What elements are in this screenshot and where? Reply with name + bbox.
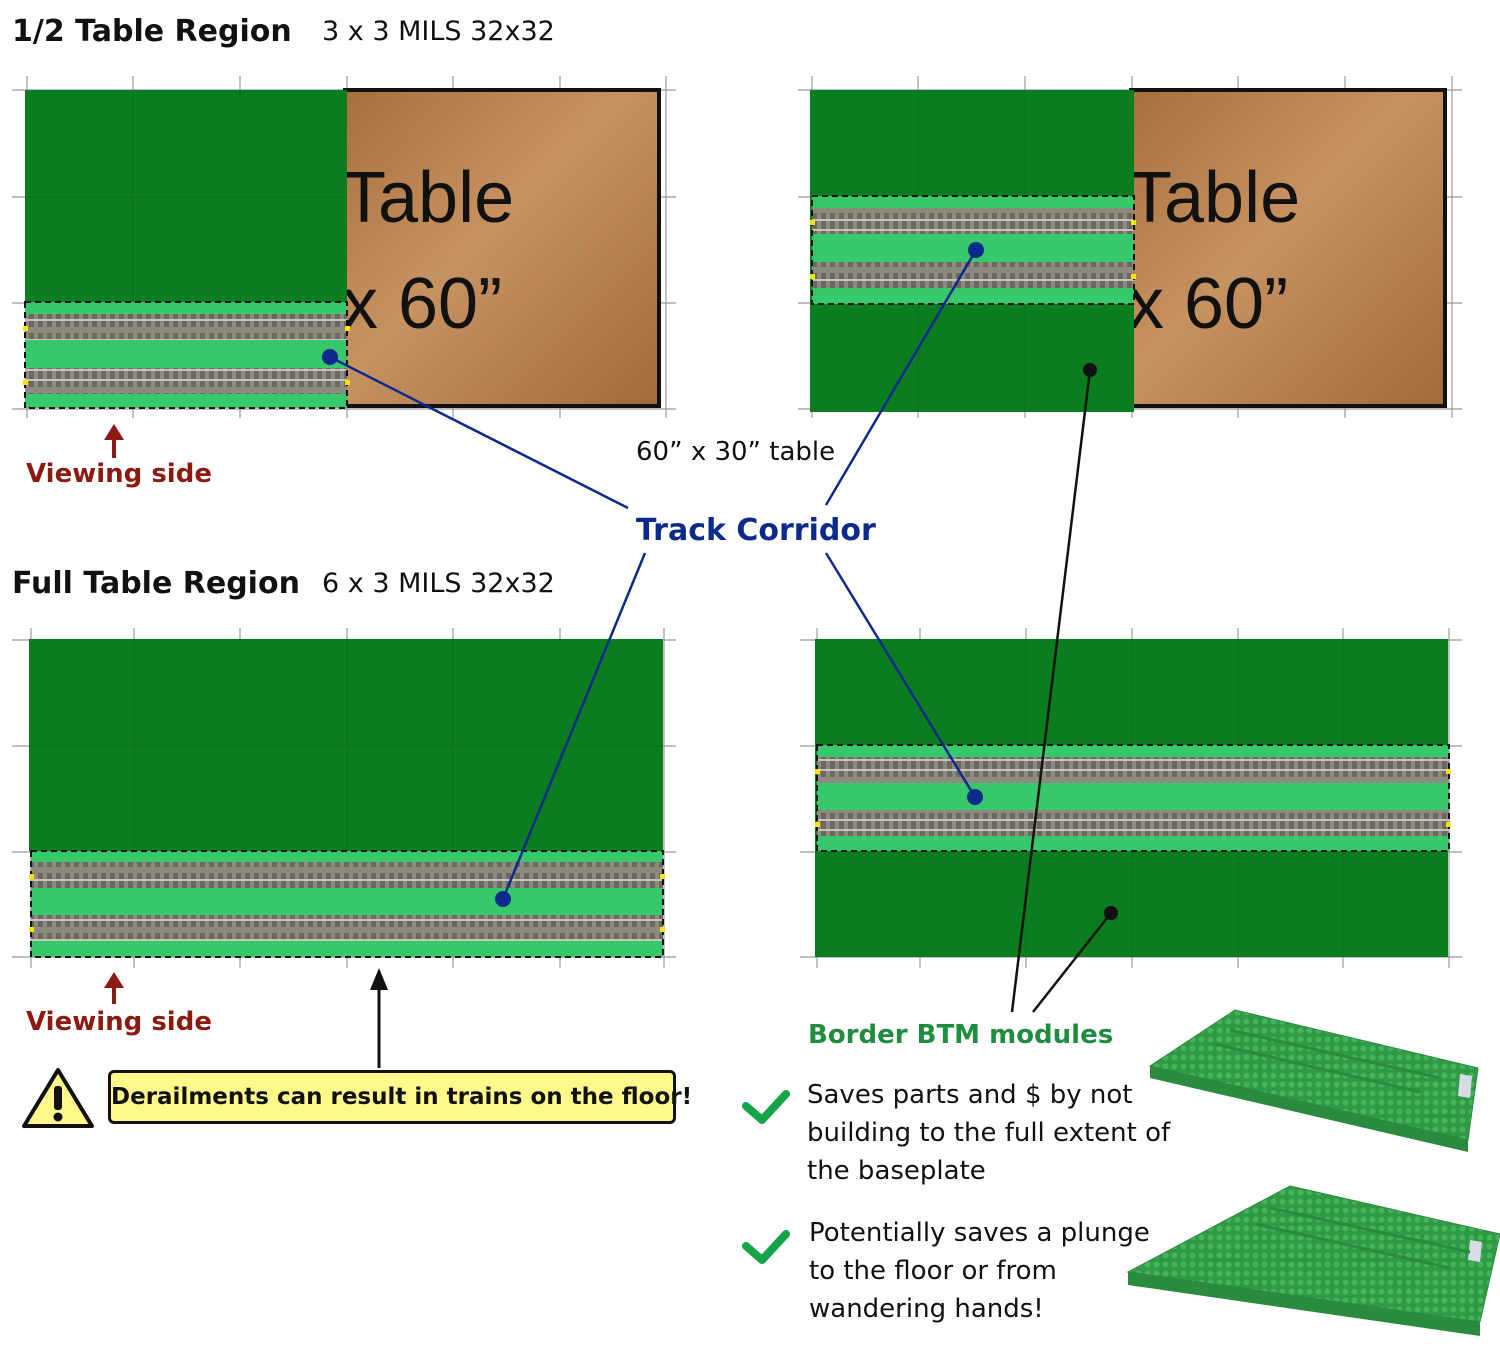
track-corridor-band: [23, 301, 350, 409]
benefit-line: the baseplate: [807, 1156, 986, 1186]
table-size-label: 60” x 30” table: [636, 437, 836, 467]
benefit-line: to the floor or from: [809, 1256, 1057, 1286]
panel-half-right: Table x 60”: [798, 76, 1462, 418]
baseplate-dark: [29, 639, 663, 851]
callout-dot: [495, 891, 511, 907]
rail-track: [812, 262, 1134, 288]
callout-dot: [968, 242, 984, 258]
benefit-line: Saves parts and $ by not: [807, 1080, 1133, 1110]
baseplate-icon: [1126, 1185, 1500, 1336]
track-corridor-band: [815, 744, 1451, 852]
rail-track: [25, 368, 347, 394]
arrow-up-icon: [104, 972, 124, 1004]
border-module-callouts: [1010, 369, 1112, 1013]
table-wood: [1129, 88, 1447, 408]
half-region-title: 1/2 Table Region: [12, 14, 292, 49]
benefit-line: building to the full extent of: [807, 1118, 1171, 1148]
rail-track: [31, 862, 663, 888]
border-modules-label: Border BTM modules: [808, 1020, 1114, 1050]
baseplate-icon: [1148, 1009, 1479, 1152]
benefit-item: Saves parts and $ by not building to the…: [807, 1076, 1170, 1190]
track-corridor-callouts: [329, 249, 978, 900]
rail-track: [817, 810, 1449, 836]
check-icon: [742, 1090, 790, 1124]
viewing-side-label: Viewing side: [26, 1007, 212, 1037]
check-icon: [742, 1230, 790, 1264]
callout-dot: [322, 349, 338, 365]
rail-track: [31, 915, 663, 941]
full-region-subtitle: 6 x 3 MILS 32x32: [322, 568, 555, 599]
full-region-title: Full Table Region: [12, 566, 300, 601]
table-text-line2: x 60”: [1128, 264, 1288, 344]
rail-track: [817, 757, 1449, 783]
track-corridor-label: Track Corridor: [636, 513, 876, 548]
viewing-side-label: Viewing side: [26, 459, 212, 489]
benefit-item: Potentially saves a plunge to the floor …: [809, 1214, 1150, 1328]
benefit-line: Potentially saves a plunge: [809, 1218, 1150, 1248]
panel-half-left: Table x 60”: [12, 76, 676, 418]
panel-full-left: [12, 628, 676, 968]
track-corridor-band: [29, 850, 665, 958]
warning-icon: [22, 1068, 94, 1128]
table-text-line2: x 60”: [342, 264, 502, 344]
panel-full-right: [800, 628, 1462, 968]
half-region-subtitle: 3 x 3 MILS 32x32: [322, 16, 555, 47]
callout-dot: [967, 789, 983, 805]
arrow-up-icon: [370, 968, 388, 1068]
table-wood: [343, 88, 661, 408]
table-text-line1: Table: [1128, 158, 1300, 238]
rail-track: [812, 208, 1134, 234]
callout-dot: [1083, 363, 1097, 377]
arrow-up-icon: [104, 424, 124, 458]
callout-dot: [1104, 906, 1118, 920]
benefit-line: wandering hands!: [809, 1294, 1044, 1324]
track-corridor-dots: [322, 242, 984, 907]
warning-box: Derailments can result in trains on the …: [108, 1070, 692, 1124]
rail-track: [25, 314, 347, 340]
table-text-line1: Table: [342, 158, 514, 238]
baseplate-dark: [25, 90, 347, 302]
